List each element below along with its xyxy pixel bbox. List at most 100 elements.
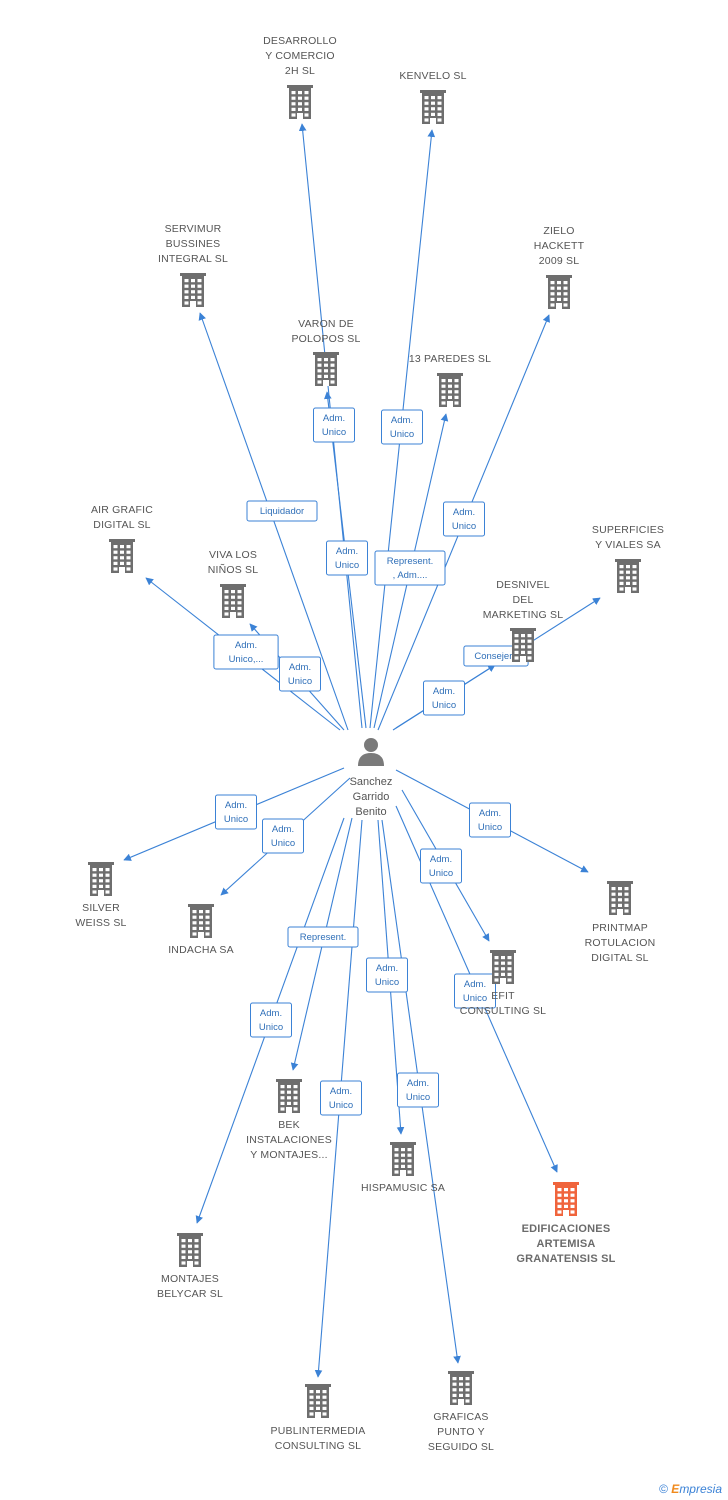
edge-role-text: Adm. bbox=[479, 808, 501, 819]
company-name-line: BEK bbox=[278, 1119, 300, 1131]
building-icon[interactable] bbox=[188, 904, 214, 938]
edge-role-text: Unico bbox=[452, 521, 476, 532]
edge-role-label[interactable]: Adm.Unico bbox=[420, 848, 462, 884]
company-label-kenvelo[interactable]: KENVELO SL bbox=[399, 70, 466, 82]
edge-role-text: Represent. bbox=[300, 932, 346, 943]
edge-role-label[interactable]: Adm.Unico bbox=[443, 501, 485, 537]
edge-role-label[interactable]: Adm.Unico bbox=[397, 1072, 439, 1108]
building-icon[interactable] bbox=[109, 539, 135, 573]
brand-initial: E bbox=[671, 1482, 680, 1496]
building-icon[interactable] bbox=[420, 90, 446, 124]
edge-role-label[interactable]: Adm.Unico bbox=[320, 1080, 362, 1116]
company-name-line: MONTAJES bbox=[161, 1273, 219, 1285]
edge-role-label[interactable]: Adm.Unico bbox=[313, 407, 355, 443]
building-icon[interactable] bbox=[490, 950, 516, 984]
building-icon[interactable] bbox=[305, 1384, 331, 1418]
edge-role-label[interactable]: Adm.Unico bbox=[279, 656, 321, 692]
building-icon[interactable] bbox=[546, 275, 572, 309]
edge-role-label[interactable]: Adm.Unico bbox=[262, 818, 304, 854]
company-name-line: 2009 SL bbox=[539, 255, 580, 267]
building-icon[interactable] bbox=[448, 1371, 474, 1405]
edge-role-text: Adm. bbox=[391, 415, 413, 426]
building-icon[interactable] bbox=[390, 1142, 416, 1176]
edge-role-text: Adm. bbox=[376, 963, 398, 974]
edge-role-label[interactable]: Adm.Unico bbox=[326, 540, 368, 576]
edge-role-text: Adm. bbox=[225, 800, 247, 811]
building-icon[interactable] bbox=[177, 1233, 203, 1267]
building-icon[interactable] bbox=[276, 1079, 302, 1113]
company-name-line: DEL bbox=[512, 594, 533, 606]
edge-role-label[interactable]: Adm.Unico bbox=[454, 973, 496, 1009]
edge-role-label[interactable]: Adm.Unico bbox=[423, 680, 465, 716]
company-name-line: AIR GRAFIC bbox=[91, 504, 153, 516]
edge-role-label[interactable]: Adm. Unico bbox=[469, 802, 511, 838]
building-icon[interactable] bbox=[287, 85, 313, 119]
company-label-paredes[interactable]: 13 PAREDES SL bbox=[409, 353, 491, 365]
edge-role-label[interactable]: Adm. Unico bbox=[381, 409, 423, 445]
edge-role-text: Adm. bbox=[289, 662, 311, 673]
building-icon[interactable] bbox=[510, 628, 536, 662]
company-label-indacha[interactable]: INDACHA SA bbox=[168, 944, 234, 956]
edge-role-text: Unico bbox=[259, 1022, 283, 1033]
edge-role-label[interactable]: Represent. bbox=[287, 926, 359, 948]
edge-role-label[interactable]: Adm. Unico bbox=[215, 794, 257, 830]
company-name-line: BELYCAR SL bbox=[157, 1288, 223, 1300]
company-name-line: 13 PAREDES SL bbox=[409, 353, 491, 365]
company-label-hispamusic[interactable]: HISPAMUSIC SA bbox=[361, 1182, 445, 1194]
edge-role-label[interactable]: Adm.Unico,... bbox=[213, 634, 279, 670]
copyright-symbol: © bbox=[659, 1482, 668, 1496]
building-icon[interactable] bbox=[615, 559, 641, 593]
company-name-line: PUBLINTERMEDIA bbox=[271, 1425, 366, 1437]
company-name-line: Y COMERCIO bbox=[265, 50, 334, 62]
building-icon[interactable] bbox=[313, 352, 339, 386]
edge-role-label[interactable]: Liquidador bbox=[246, 500, 318, 522]
edge-role-text: Unico bbox=[390, 429, 414, 440]
company-name-line: BUSSINES bbox=[166, 238, 221, 250]
company-name-line: INSTALACIONES bbox=[246, 1134, 332, 1146]
edge-role-label[interactable]: Adm.Unico bbox=[366, 957, 408, 993]
company-name-line: MARKETING SL bbox=[483, 609, 564, 621]
edge-role-text: Unico bbox=[463, 993, 487, 1004]
company-name-line: SERVIMUR bbox=[165, 223, 222, 235]
building-icon[interactable] bbox=[553, 1182, 579, 1216]
building-icon[interactable] bbox=[437, 373, 463, 407]
company-label-montajes[interactable]: MONTAJES BELYCAR SL bbox=[157, 1273, 223, 1300]
company-name-line: ROTULACION bbox=[585, 937, 656, 949]
company-name-line: KENVELO SL bbox=[399, 70, 466, 82]
edge-role-text: Adm. bbox=[272, 824, 294, 835]
edge-role-label[interactable]: Adm.Unico bbox=[250, 1002, 292, 1038]
person-name-line: Benito bbox=[355, 806, 386, 818]
edge-role-text: Unico bbox=[478, 822, 502, 833]
edge-role-text: Unico bbox=[224, 814, 248, 825]
building-icon[interactable] bbox=[220, 584, 246, 618]
building-icon[interactable] bbox=[88, 862, 114, 896]
edge-role-text: Consejero bbox=[474, 651, 517, 662]
company-name-line: EDIFICACIONES bbox=[522, 1223, 611, 1235]
company-name-line: DIGITAL SL bbox=[591, 952, 648, 964]
edge-role-text: Unico bbox=[429, 868, 453, 879]
person-icon[interactable] bbox=[358, 738, 384, 766]
company-label-publintermedia[interactable]: PUBLINTERMEDIA CONSULTING SL bbox=[271, 1425, 366, 1452]
company-name-line: CONSULTING SL bbox=[275, 1440, 361, 1452]
edge-role-label[interactable]: Represent., Adm.... bbox=[374, 550, 446, 586]
building-icon[interactable] bbox=[607, 881, 633, 915]
building-icon[interactable] bbox=[180, 273, 206, 307]
edge-role-text: Adm. bbox=[330, 1086, 352, 1097]
edge-role-text: Adm. bbox=[323, 413, 345, 424]
